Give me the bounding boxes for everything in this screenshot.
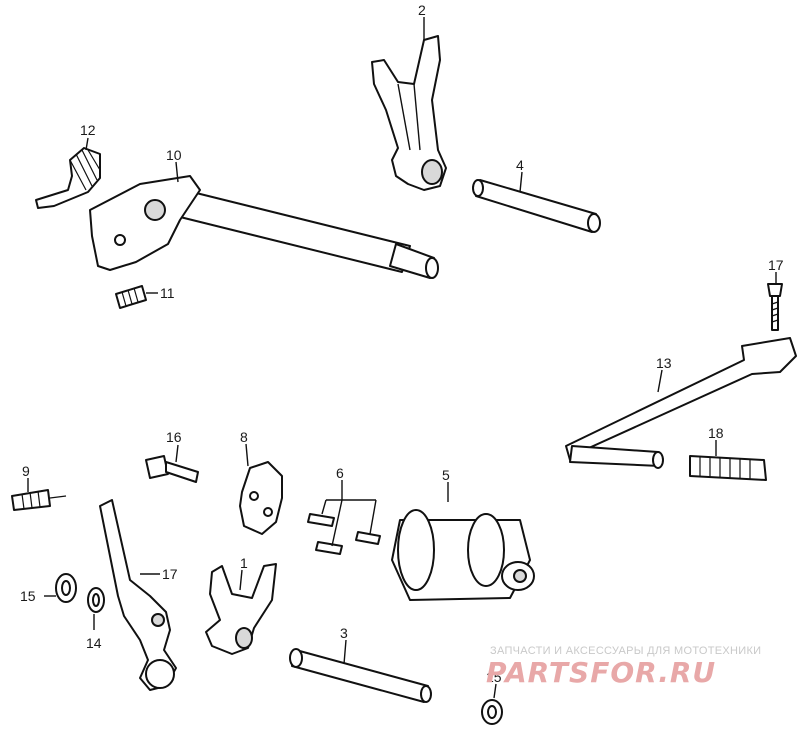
label-8: 8 — [240, 429, 248, 445]
part-5-shift-drum — [391, 509, 535, 601]
label-6: 6 — [336, 465, 344, 481]
part-11-small-spring — [115, 285, 147, 309]
label-11: 11 — [160, 285, 175, 301]
label-15-left: 15 — [20, 588, 36, 604]
leader-10 — [175, 161, 179, 183]
label-2: 2 — [418, 2, 426, 18]
label-16: 16 — [166, 429, 182, 445]
label-3: 3 — [340, 625, 348, 641]
leader-8 — [245, 443, 249, 467]
part-17-bolt-top — [767, 283, 783, 331]
part-17-stopper-arm — [99, 499, 177, 691]
leader-16 — [175, 444, 179, 463]
part-14-washer — [87, 587, 105, 613]
leader-1 — [239, 569, 243, 591]
part-15-washer-left — [55, 573, 77, 603]
part-8-cam-plate — [239, 461, 283, 535]
label-17-top: 17 — [768, 257, 784, 273]
part-16-bolt — [145, 455, 199, 483]
part-9-spring — [11, 489, 67, 511]
watermark-subtitle: ЗАПЧАСТИ И АКСЕССУАРЫ ДЛЯ МОТОТЕХНИКИ — [490, 645, 761, 657]
label-17-low: 17 — [162, 566, 178, 582]
part-13-gearshift-pedal — [565, 337, 797, 469]
label-4: 4 — [516, 157, 524, 173]
part-3-fork-shaft — [289, 648, 432, 703]
leader-6 — [321, 480, 377, 547]
leader-15-bottom — [493, 683, 497, 699]
label-15-bottom: 15 — [486, 669, 502, 685]
label-18: 18 — [708, 425, 724, 441]
leader-3 — [343, 639, 347, 665]
leader-12 — [85, 137, 89, 151]
leader-4 — [519, 171, 523, 193]
part-18-pedal-rubber — [689, 455, 767, 481]
leader-13 — [657, 369, 663, 393]
watermark-brand: PARTSFOR.RU — [486, 656, 716, 689]
label-14: 14 — [86, 635, 102, 651]
watermark: ЗАПЧАСТИ И АКСЕССУАРЫ ДЛЯ МОТОТЕХНИКИ PA… — [486, 645, 761, 689]
part-15-washer-bottom — [481, 699, 503, 725]
part-4-shaft — [472, 179, 601, 233]
label-1: 1 — [240, 555, 248, 571]
part-1-shift-fork — [205, 563, 277, 655]
label-13: 13 — [656, 355, 672, 371]
label-5: 5 — [442, 467, 450, 483]
label-12: 12 — [80, 122, 96, 138]
label-9: 9 — [22, 463, 30, 479]
part-2-shift-fork — [371, 35, 447, 191]
label-10: 10 — [166, 147, 182, 163]
part-12-spring — [35, 147, 101, 209]
part-6-pins — [307, 513, 381, 555]
part-10-shift-shaft — [89, 175, 439, 279]
